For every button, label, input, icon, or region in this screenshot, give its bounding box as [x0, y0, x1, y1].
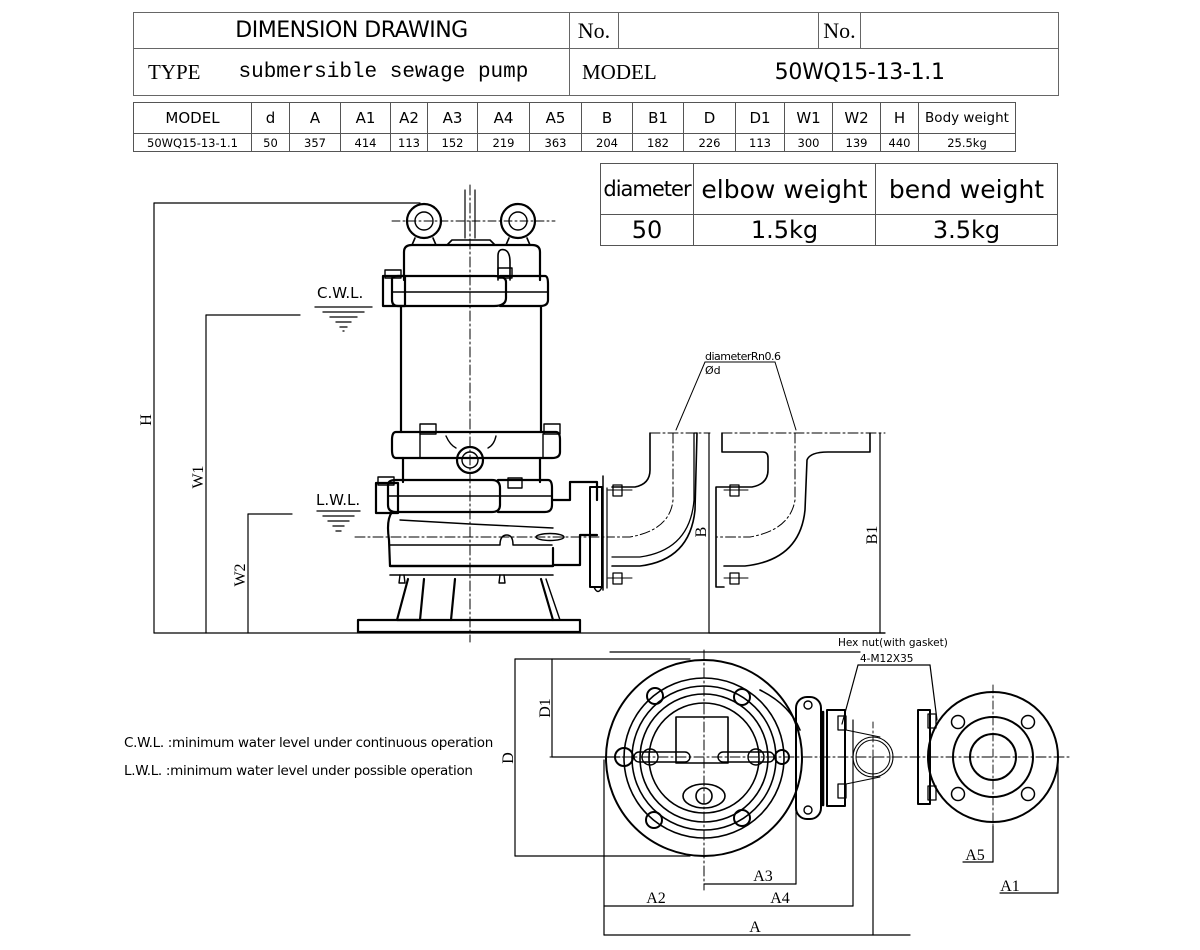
- height-dimension-lines: [153, 202, 886, 634]
- dim-b-label: B: [693, 527, 710, 538]
- drawing-title: DIMENSION DRAWING: [235, 18, 468, 43]
- dim-a5-label: A5: [965, 847, 985, 864]
- dim-a1-label: A1: [1000, 878, 1020, 895]
- cell-model: 50WQ15-13-1.1: [133, 133, 252, 152]
- cell-h: 440: [880, 133, 919, 152]
- dim-h-label: H: [138, 414, 155, 426]
- cwl-label: C.W.L.: [317, 284, 363, 302]
- b-dimension-lines: [708, 432, 886, 634]
- lwl-water-level-icon: [316, 510, 361, 532]
- dim-a-label: A: [749, 919, 761, 936]
- dim-a2-label: A2: [646, 890, 666, 907]
- cell-a2: 113: [390, 133, 428, 152]
- no-value-cell-1: [619, 13, 819, 49]
- header-w2: W2: [832, 102, 881, 134]
- header-a3: A3: [427, 102, 478, 134]
- dimension-table-header: MODEL d A A1 A2 A3 A4 A5 B B1 D D1 W1 W2…: [133, 102, 1016, 134]
- dim-d-label: D: [500, 752, 517, 764]
- flange-callout-2: Ød: [705, 364, 721, 377]
- elbow-elevation: [607, 432, 711, 585]
- discharge-flange-elevation: [589, 475, 608, 593]
- cell-bend-weight: 3.5kg: [875, 214, 1058, 246]
- model-cell: MODEL 50WQ15-13-1.1: [570, 49, 1058, 95]
- header-diameter: diameter: [600, 163, 694, 215]
- cell-w1: 300: [784, 133, 833, 152]
- cell-d-upper: 226: [683, 133, 736, 152]
- type-cell: TYPE submersible sewage pump: [134, 49, 570, 95]
- dim-a3-label: A3: [753, 868, 773, 885]
- cell-a5: 363: [529, 133, 582, 152]
- title-block: DIMENSION DRAWING No. No. TYPE submersib…: [133, 12, 1059, 96]
- title-heading-cell: DIMENSION DRAWING: [134, 13, 570, 49]
- no-value-cell-2: [861, 13, 1058, 49]
- cell-w2: 139: [832, 133, 881, 152]
- dim-d1-label: D1: [537, 698, 554, 718]
- note-lwl: L.W.L. :minimum water level under possib…: [124, 763, 473, 779]
- no-label-cell-1: No.: [570, 13, 619, 49]
- pump-plan-view: [549, 649, 1071, 891]
- cell-a1: 414: [340, 133, 391, 152]
- cell-d1: 113: [735, 133, 785, 152]
- weight-table-header: diameter elbow weight bend weight: [600, 163, 1058, 215]
- cell-body-weight: 25.5kg: [918, 133, 1016, 152]
- pump-elevation: [354, 184, 611, 643]
- cell-d: 50: [251, 133, 290, 152]
- no-label-2: No.: [823, 17, 856, 43]
- dimension-table: MODEL d A A1 A2 A3 A4 A5 B B1 D D1 W1 W2…: [133, 102, 1016, 152]
- table-row: 50WQ15-13-1.1 50 357 414 113 152 219 363…: [133, 133, 1016, 152]
- header-a5: A5: [529, 102, 582, 134]
- cell-a: 357: [289, 133, 341, 152]
- model-label: MODEL: [582, 59, 657, 84]
- bend-elevation: [715, 432, 886, 588]
- cell-b1: 182: [632, 133, 684, 152]
- no-label-cell-2: No.: [819, 13, 861, 49]
- weight-table: diameter elbow weight bend weight 50 1.5…: [600, 163, 1058, 246]
- header-body-weight: Body weight: [918, 102, 1016, 134]
- cell-elbow-weight: 1.5kg: [693, 214, 876, 246]
- cell-a3: 152: [427, 133, 478, 152]
- header-h: H: [880, 102, 919, 134]
- type-label: TYPE: [148, 59, 201, 84]
- flange-callout-leader: [675, 361, 797, 431]
- model-value: 50WQ15-13-1.1: [774, 59, 945, 85]
- hex-nut-label: Hex nut(with gasket): [838, 637, 948, 649]
- header-d-upper: D: [683, 102, 736, 134]
- bolt-spec-label: 4-M12X35: [860, 653, 913, 665]
- type-value: submersible sewage pump: [238, 60, 529, 84]
- dim-w2-label: W2: [232, 563, 249, 586]
- header-b1: B1: [632, 102, 684, 134]
- note-cwl: C.W.L. :minimum water level under contin…: [124, 735, 493, 751]
- header-w1: W1: [784, 102, 833, 134]
- header-b: B: [581, 102, 633, 134]
- header-d1: D1: [735, 102, 785, 134]
- dim-a4-label: A4: [770, 890, 790, 907]
- cwl-water-level-icon: [314, 306, 373, 332]
- flange-callout-1: diameterRn0.6: [705, 350, 781, 363]
- header-a1: A1: [340, 102, 391, 134]
- header-bend-weight: bend weight: [875, 163, 1058, 215]
- header-a: A: [289, 102, 341, 134]
- header-elbow-weight: elbow weight: [693, 163, 876, 215]
- dim-b1-label: B1: [864, 526, 881, 545]
- table-row: 50 1.5kg 3.5kg: [600, 214, 1058, 246]
- lwl-label: L.W.L.: [316, 491, 360, 509]
- no-label-1: No.: [577, 17, 611, 43]
- dim-w1-label: W1: [190, 465, 207, 488]
